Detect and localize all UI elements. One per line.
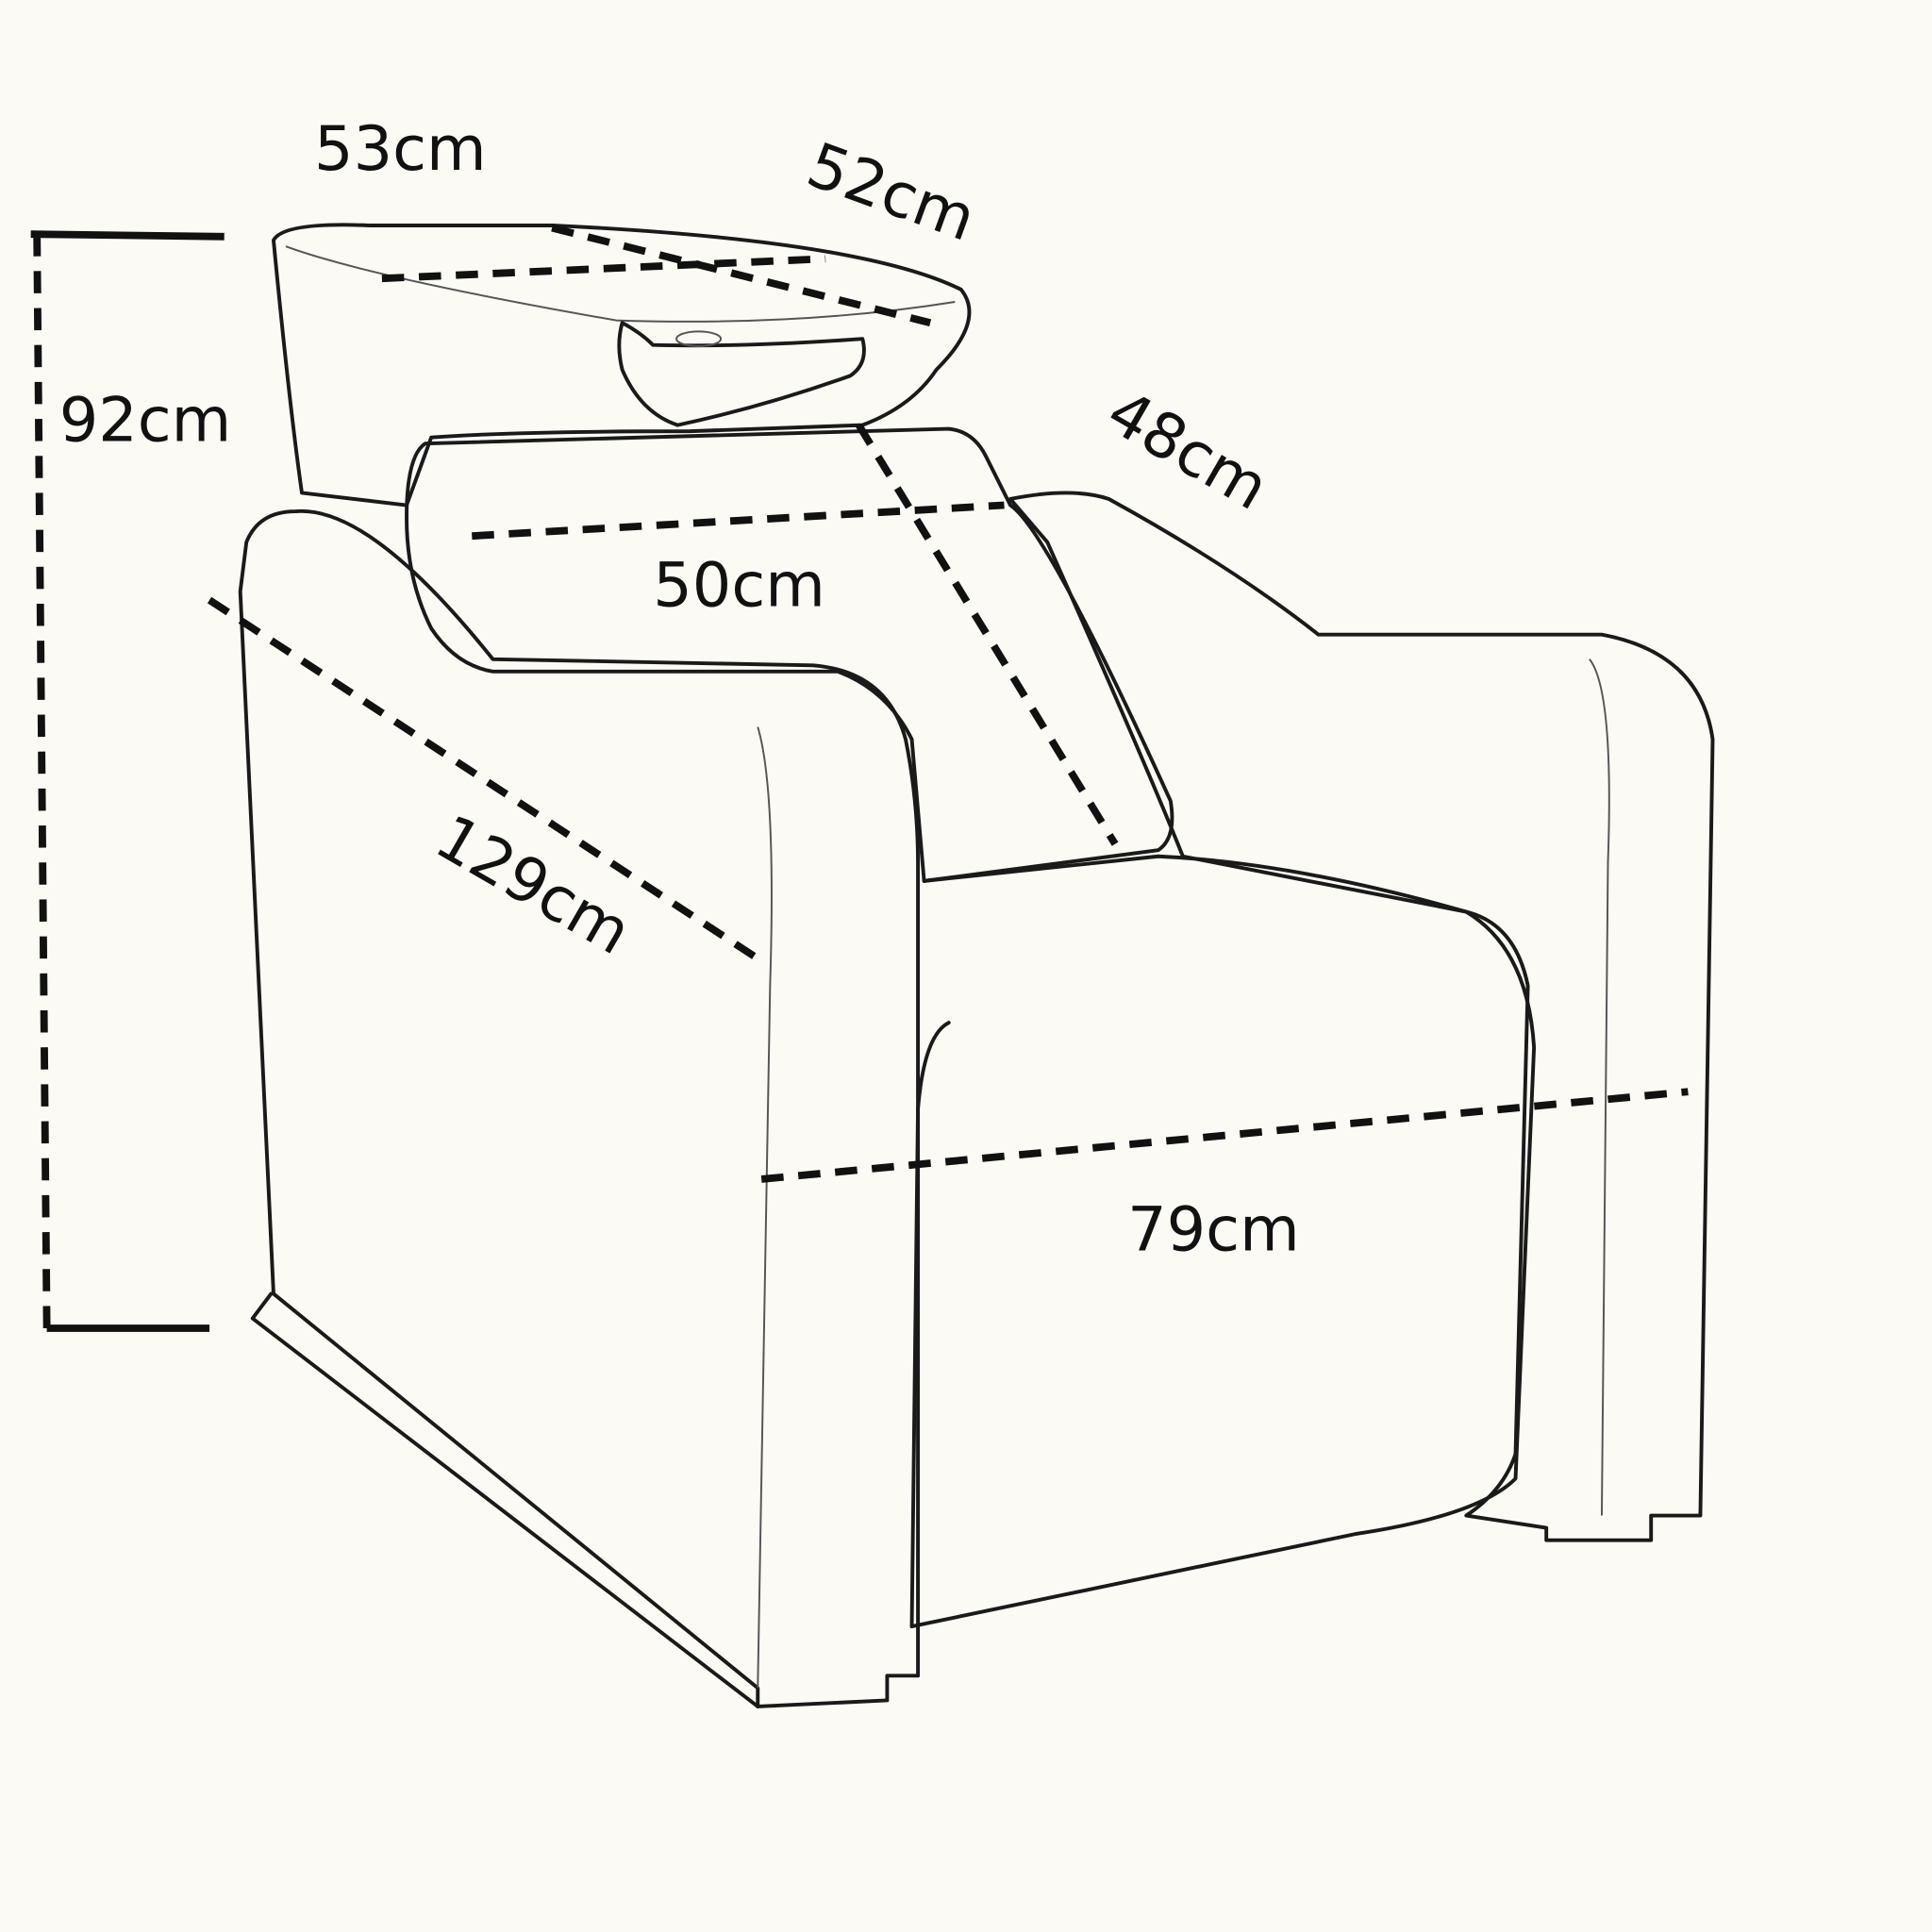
wash-basin: [271, 223, 972, 508]
basin-depth-line: [551, 224, 932, 327]
backrest-width-label: 50cm: [653, 550, 825, 622]
width-label: 79cm: [1127, 1194, 1300, 1266]
basin-width-label: 53cm: [314, 113, 487, 185]
headrest: [405, 426, 1174, 883]
right-armrest: [1008, 491, 1715, 1542]
left-armrest: [238, 508, 921, 1708]
seat-cushion: [909, 854, 1537, 1629]
height-line: [33, 234, 51, 1329]
neck-rest: [617, 321, 866, 427]
chair-drawing: [238, 223, 1715, 1708]
basin-depth-label: 52cm: [798, 129, 985, 256]
base-plate: [250, 1291, 760, 1708]
height-label: 92cm: [59, 385, 232, 457]
backrest-height-label: 48cm: [1095, 376, 1280, 525]
length-label: 129cm: [424, 801, 642, 969]
width-line: [760, 1088, 1689, 1183]
backrest-height-line: [856, 423, 1119, 846]
length-line: [207, 596, 760, 962]
dimension-lines: [30, 224, 1689, 1332]
backrest-width-line: [472, 501, 1005, 541]
basin-width-line: [381, 255, 826, 283]
